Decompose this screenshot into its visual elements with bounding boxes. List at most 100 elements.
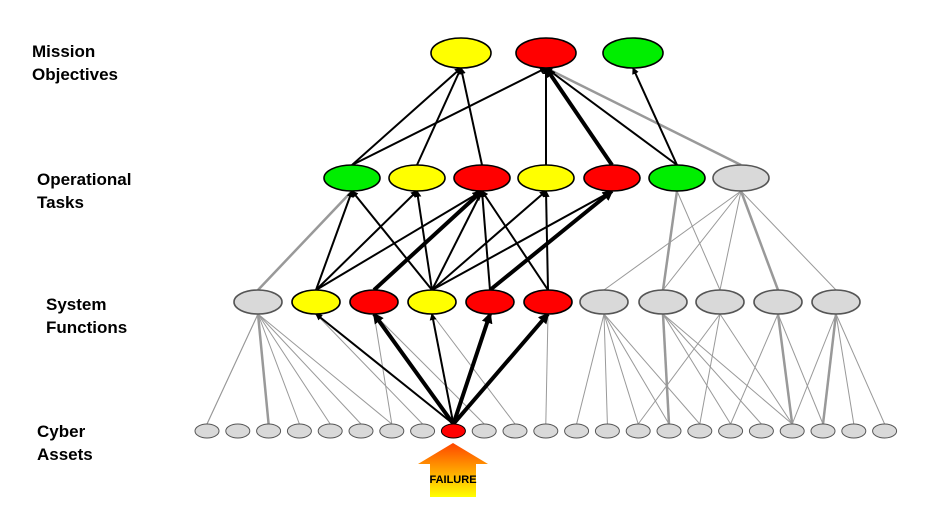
weak-edge — [662, 313, 762, 425]
strong-edge — [351, 67, 462, 166]
weak-edge — [545, 66, 742, 167]
layer-label-tasks: Operational Tasks — [37, 168, 131, 214]
weak-edge — [676, 190, 721, 291]
weak-edge — [373, 313, 393, 425]
system-function-node — [523, 289, 573, 315]
weak-edge — [662, 313, 793, 425]
system-function-node — [695, 289, 745, 315]
mission-objective-node — [602, 37, 664, 69]
layer-label-line: Operational — [37, 170, 132, 189]
cyber-asset-node — [379, 423, 405, 439]
failure-label: FAILURE — [429, 474, 476, 486]
weak-edge — [661, 313, 671, 425]
weak-edge — [603, 190, 742, 291]
strong-edge — [458, 67, 483, 166]
layer-label-line: Tasks — [37, 193, 84, 212]
operational-task-node — [323, 164, 381, 192]
failure-indicator: FAILURE — [418, 443, 488, 497]
layer-label-line: Cyber — [37, 422, 86, 441]
system-function-node — [579, 289, 629, 315]
system-function-node — [291, 289, 341, 315]
cyber-asset-node — [625, 423, 651, 439]
weak-edge — [603, 313, 608, 425]
weak-edge — [730, 313, 779, 425]
system-function-node — [349, 289, 399, 315]
critical-edge — [451, 312, 493, 425]
layer-label-functions: System Functions — [46, 293, 127, 339]
cyber-asset-node — [502, 423, 528, 439]
system-function-node — [407, 289, 457, 315]
strong-edge — [545, 67, 678, 166]
cyber-asset-node — [687, 423, 713, 439]
weak-edge — [791, 313, 837, 425]
strong-edge — [431, 190, 547, 291]
strong-edge — [315, 313, 455, 425]
strong-edge — [414, 190, 433, 291]
system-function-node — [465, 289, 515, 315]
critical-edge — [488, 189, 614, 292]
weak-edge — [603, 313, 701, 425]
cyber-asset-node — [348, 423, 374, 439]
cyber-asset-node — [440, 423, 466, 439]
weak-edge — [662, 190, 742, 291]
weak-edge — [661, 190, 679, 291]
cyber-asset-node — [594, 423, 620, 439]
weak-edge — [373, 313, 485, 425]
weak-edge — [257, 313, 300, 425]
cyber-asset-node — [256, 423, 282, 439]
strong-edges — [315, 66, 678, 426]
critical-edge — [544, 66, 614, 167]
cyber-asset-node — [810, 423, 836, 439]
weak-edge — [699, 313, 721, 425]
weak-edge — [257, 313, 362, 425]
weak-edge — [740, 190, 837, 291]
weak-edge — [603, 313, 639, 425]
weak-edge — [256, 313, 270, 425]
weak-edge — [777, 313, 824, 425]
layer-label-line: Functions — [46, 318, 128, 337]
strong-edge — [431, 190, 483, 291]
cyber-asset-node — [564, 423, 590, 439]
cyber-asset-node — [533, 423, 559, 439]
strong-edge — [351, 67, 547, 166]
cyber-asset-node — [194, 423, 220, 439]
strong-edge — [315, 190, 354, 291]
weak-edge — [835, 313, 855, 425]
weak-edge — [257, 190, 353, 291]
operational-task-node — [388, 164, 446, 192]
system-function-node — [233, 289, 283, 315]
weak-edge — [662, 313, 732, 425]
operational-task-node — [517, 164, 575, 192]
mission-objective-node — [515, 37, 577, 69]
system-function-node — [753, 289, 803, 315]
strong-edge — [632, 67, 678, 166]
weak-edge — [719, 313, 793, 425]
system-function-node — [811, 289, 861, 315]
critical-edge — [372, 312, 456, 426]
cyber-asset-node — [841, 423, 867, 439]
weak-edge — [257, 313, 331, 425]
layer-label-line: Mission — [32, 42, 96, 61]
operational-task-node — [583, 164, 641, 192]
weak-edge — [315, 313, 423, 425]
layer-label-mission: Mission Objectives — [32, 40, 118, 86]
critical-edge — [372, 189, 484, 292]
cyber-asset-node — [748, 423, 774, 439]
weak-edge — [206, 313, 259, 425]
weak-edge — [257, 313, 393, 425]
cyber-asset-node — [225, 423, 251, 439]
operational-task-node — [712, 164, 770, 192]
weak-edge — [739, 190, 780, 291]
strong-edge — [416, 67, 462, 166]
weak-edge — [545, 313, 549, 425]
cyber-asset-node — [471, 423, 497, 439]
weak-edge — [719, 190, 742, 291]
cyber-asset-node — [317, 423, 343, 439]
failure-arrow-icon — [418, 443, 488, 497]
layer-label-line: Assets — [37, 445, 93, 464]
cyber-asset-node — [872, 423, 898, 439]
strong-edge — [481, 190, 549, 291]
weak-edge — [637, 313, 721, 425]
weak-edge — [776, 313, 794, 425]
